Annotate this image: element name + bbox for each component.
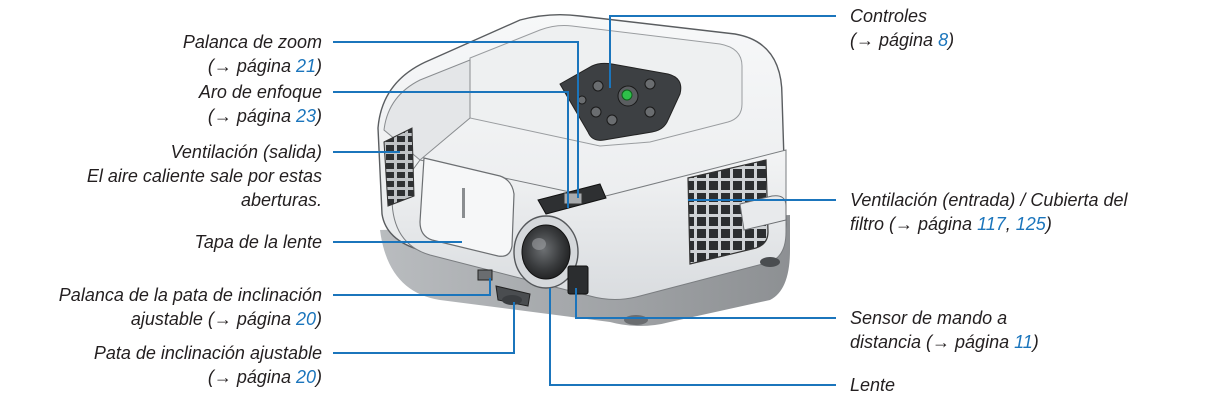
zoom-lever-title: Palanca de zoom	[182, 32, 322, 52]
tilt-foot-lever-title: Palanca de la pata de inclinación	[58, 285, 322, 305]
callout-zoom-lever: Palanca de zoom (→ página 21)	[183, 30, 322, 78]
zoom-lever-page-link[interactable]: 21	[295, 56, 316, 76]
exhaust-vent-desc-1: El aire caliente sale por estas	[86, 166, 322, 186]
leader-remote	[575, 288, 836, 319]
remote-sensor-page-link[interactable]: 11	[1014, 332, 1033, 352]
callout-controls: Controles (→ página 8)	[850, 4, 954, 52]
controls-ref: (→ página 8)	[850, 30, 955, 50]
callout-lens: Lente	[850, 373, 895, 397]
tilt-foot-ref: (→ página 20)	[207, 367, 322, 387]
callout-focus-ring: Aro de enfoque (→ página 23)	[199, 80, 322, 128]
tilt-foot-title: Pata de inclinación ajustable	[93, 343, 322, 363]
lens-cap-title: Tapa de la lente	[194, 232, 322, 252]
focus-ring-page-link[interactable]: 23	[295, 106, 316, 126]
leader-focus	[333, 91, 569, 208]
callout-remote-sensor: Sensor de mando a distancia (→ página 11…	[850, 306, 1039, 354]
tilt-foot-lever-page-link[interactable]: 20	[295, 309, 316, 329]
controls-page-link[interactable]: 8	[938, 30, 949, 50]
tilt-foot-lever-ref: ajustable (→ página 20)	[130, 309, 322, 329]
projector-body	[377, 13, 790, 326]
leader-zoom	[333, 41, 579, 198]
intake-vent-page-link-2[interactable]: 125	[1015, 214, 1046, 234]
leader-tilt-foot	[333, 302, 515, 354]
callout-exhaust-vent: Ventilación (salida) El aire caliente sa…	[87, 140, 322, 212]
remote-sensor-title: Sensor de mando a	[850, 308, 1008, 328]
exhaust-vent-title: Ventilación (salida)	[170, 142, 322, 162]
intake-vent-title: Ventilación (entrada) / Cubierta del	[850, 190, 1128, 210]
tilt-foot-page-link[interactable]: 20	[295, 367, 316, 387]
controls-title: Controles	[850, 6, 928, 26]
focus-ring-title: Aro de enfoque	[198, 82, 322, 102]
callout-tilt-foot-lever: Palanca de la pata de inclinación ajusta…	[59, 283, 322, 331]
callout-tilt-foot: Pata de inclinación ajustable (→ página …	[94, 341, 322, 389]
leader-lines	[333, 15, 836, 386]
remote-sensor-ref: distancia (→ página 11)	[850, 332, 1039, 352]
exhaust-vent-desc-2: aberturas.	[240, 190, 322, 210]
leader-controls	[609, 15, 836, 88]
leader-lens	[549, 288, 836, 386]
intake-vent-page-link-1[interactable]: 117	[977, 214, 1006, 234]
zoom-lever-ref: (→ página 21)	[207, 56, 322, 76]
leader-tilt-lever	[333, 278, 491, 296]
lens-title: Lente	[850, 375, 896, 395]
callout-intake-vent: Ventilación (entrada) / Cubierta del fil…	[850, 188, 1128, 236]
intake-vent-ref: filtro (→ página 117, 125)	[850, 214, 1052, 234]
callout-lens-cap: Tapa de la lente	[195, 230, 322, 254]
focus-ring-ref: (→ página 23)	[207, 106, 322, 126]
